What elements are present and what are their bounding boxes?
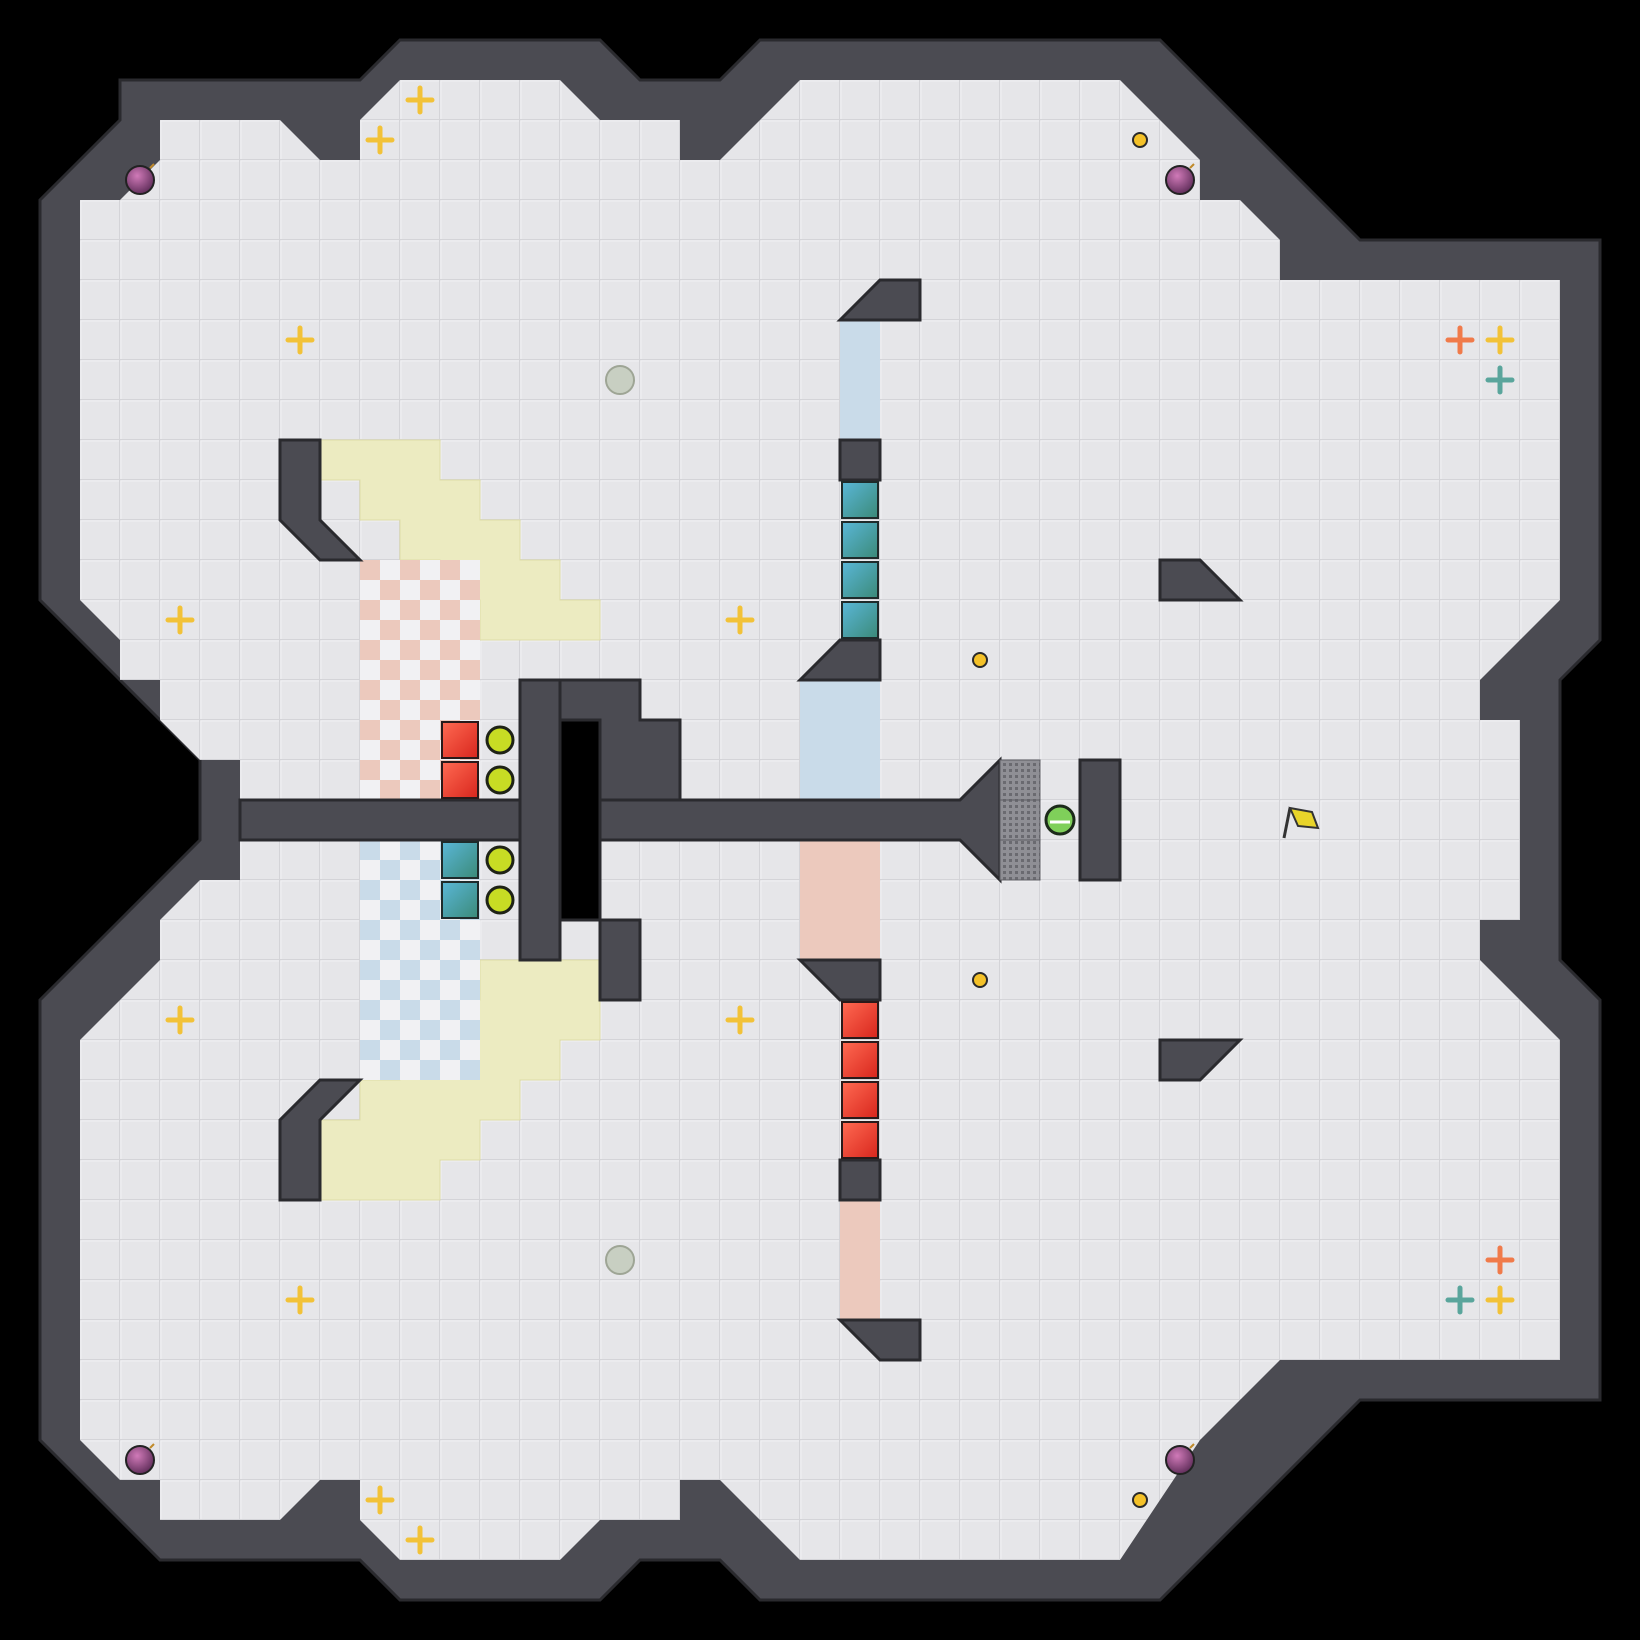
yellow-powerup-icon: [365, 1485, 395, 1515]
yellow-powerup-icon: [1485, 1285, 1515, 1315]
red-checker-zone: [360, 560, 480, 800]
blue-gate-tile: [841, 601, 879, 639]
orange-powerup-icon: [1445, 325, 1475, 355]
yellow-powerup-icon: [165, 605, 195, 635]
yellow-powerup-icon: [405, 85, 435, 115]
blue-gate-tile: [441, 881, 479, 919]
blue-gate-tile: [841, 561, 879, 599]
red-gate-tile: [841, 1121, 879, 1159]
bomb-icon: [1165, 1443, 1195, 1475]
bomb-icon: [125, 1443, 155, 1475]
red-zone-bottom: [840, 1200, 880, 1320]
neutral-boost: [605, 365, 635, 395]
red-zone-mid: [800, 840, 880, 960]
blue-gate-tile: [841, 481, 879, 519]
yellow-flag-icon: [1282, 806, 1320, 839]
switches: [485, 725, 515, 915]
grates: [999, 759, 1041, 881]
blue-gate-tile: [841, 521, 879, 559]
red-gate-tile: [841, 1081, 879, 1119]
yellow-powerup-icon: [725, 1005, 755, 1035]
switch-button: [485, 765, 515, 795]
interior-walls: [238, 278, 1244, 1362]
switch-button: [485, 845, 515, 875]
tiny-coins: [972, 132, 1148, 1508]
yellow-powerup-icon: [1485, 325, 1515, 355]
red-gate-tile: [841, 1001, 879, 1039]
yellow-powerup-icon: [285, 325, 315, 355]
teal-powerup-icon: [1445, 1285, 1475, 1315]
blue-zone-mid: [800, 680, 880, 800]
bomb-icon: [125, 163, 155, 195]
blue-gate-tile: [441, 841, 479, 879]
switch-button: [485, 725, 515, 755]
switch-button: [485, 885, 515, 915]
blue-zone-top: [840, 320, 880, 440]
red-gate-tile: [841, 1041, 879, 1079]
neutral-boosts: [605, 365, 635, 1275]
powerups: [165, 85, 1515, 1555]
yellow-powerup-icon: [405, 1525, 435, 1555]
teal-powerup-icon: [1485, 365, 1515, 395]
yellow-powerup-icon: [725, 605, 755, 635]
blue-gates: [441, 481, 879, 919]
blue-checker-zone: [360, 840, 480, 1080]
bombs: [125, 163, 1195, 1475]
yellow-powerup-icon: [285, 1285, 315, 1315]
yellow-powerup-icon: [365, 125, 395, 155]
red-gate-tile: [441, 761, 479, 799]
yellow-zone-top: [319, 439, 601, 641]
bomb-icon: [1165, 163, 1195, 195]
yellow-powerup-icon: [165, 1005, 195, 1035]
red-gate-tile: [441, 721, 479, 759]
center-ball-icon: [1044, 804, 1076, 836]
orange-powerup-icon: [1485, 1245, 1515, 1275]
red-gates: [441, 721, 879, 1159]
neutral-boost: [605, 1245, 635, 1275]
